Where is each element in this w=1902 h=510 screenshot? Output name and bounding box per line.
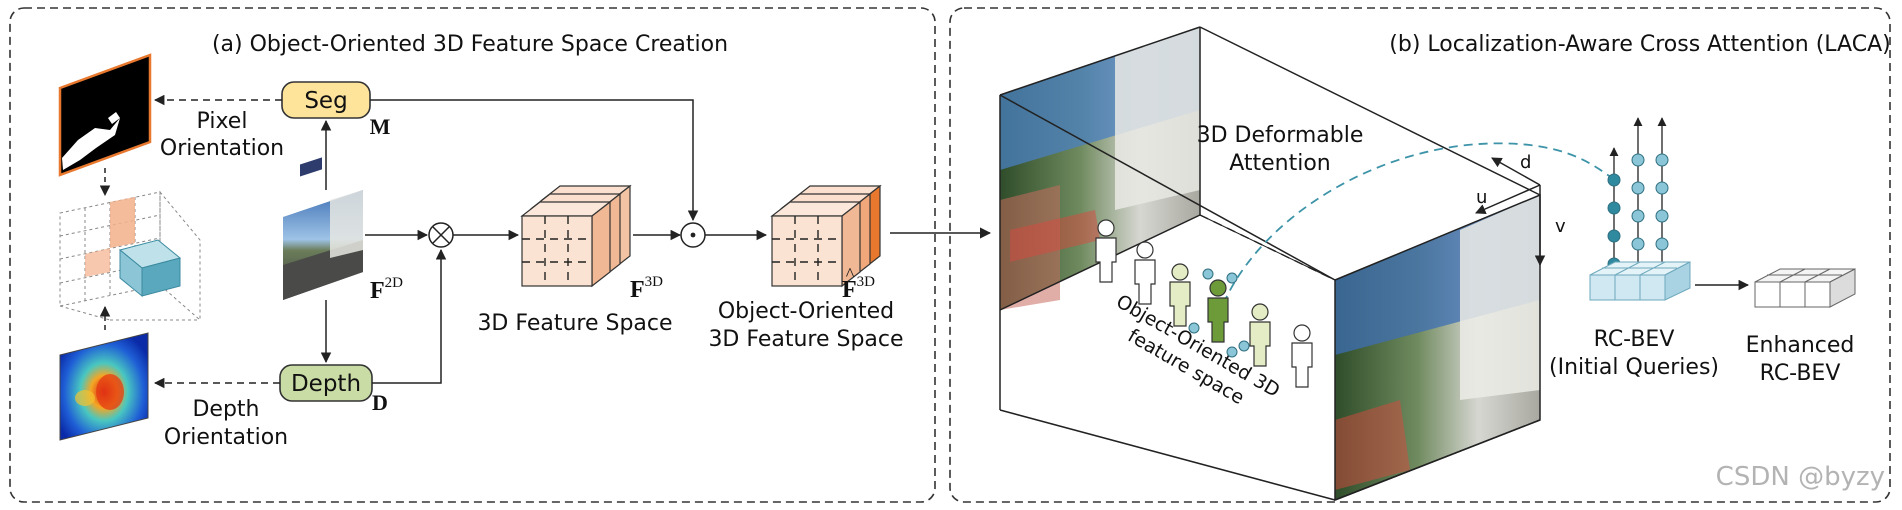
person-icon <box>1169 263 1191 327</box>
feature-space-label: 3D Feature Space <box>477 311 672 336</box>
person-icon <box>1207 279 1229 343</box>
pixel-orientation-line1: Pixel <box>197 109 248 134</box>
f3d-symbol: F3D <box>630 274 663 303</box>
oo-space-label-line1: Object-Oriented <box>718 299 894 324</box>
input-image <box>283 157 363 300</box>
segmentation-mask-image <box>58 53 152 177</box>
watermark: CSDN @byzy <box>1716 462 1885 492</box>
person-icon <box>1291 324 1313 388</box>
seg-symbol-m: M <box>370 114 391 139</box>
axis-u-label: u <box>1476 187 1487 208</box>
panel-a-frame <box>9 7 936 503</box>
fhat-symbol: F3D <box>842 274 875 303</box>
depth-voxels <box>118 239 182 298</box>
pixel-orientation-line2: Orientation <box>160 136 284 161</box>
highlighted-pixel-cell <box>110 197 135 248</box>
fhat-hat-mark: ^ <box>846 264 855 284</box>
query-columns <box>1607 117 1669 275</box>
rc-bev-label-line2: (Initial Queries) <box>1549 355 1719 380</box>
deformable-attention-line1: 3D Deformable <box>1197 123 1364 148</box>
person-icon <box>1134 241 1156 305</box>
seg-box-label: Seg <box>304 88 347 114</box>
dot-operator <box>680 222 706 248</box>
multiply-operator <box>428 222 454 248</box>
axis-v-label: v <box>1555 216 1566 237</box>
depth-orientation-line1: Depth <box>192 397 259 422</box>
oo-space-label-line2: 3D Feature Space <box>708 327 903 352</box>
panel-b-title: (b) Localization-Aware Cross Attention (… <box>1389 32 1890 57</box>
depth-orientation-line2: Orientation <box>164 425 288 450</box>
rc-bev-label-line1: RC-BEV <box>1594 327 1675 352</box>
deformable-attention-line2: Attention <box>1229 151 1331 176</box>
person-figures <box>1095 219 1313 388</box>
axis-d-label: d <box>1520 152 1531 173</box>
camera-frustum-box <box>999 26 1541 502</box>
arrow-seg-to-dot <box>370 99 699 222</box>
depth-module: Depth <box>279 364 373 402</box>
rc-bev-grid <box>1589 261 1691 301</box>
f2d-symbol: F2D <box>370 275 403 304</box>
person-icon <box>1095 219 1117 283</box>
depth-box-label: Depth <box>291 371 361 397</box>
oo-feature-space-cube <box>770 184 882 288</box>
panel-b-frame <box>949 7 1891 503</box>
enhanced-label-line1: Enhanced <box>1746 333 1855 358</box>
back-view-image <box>1000 27 1200 310</box>
arrow-depth-to-multiply <box>372 248 447 384</box>
depth-map-image <box>59 332 149 441</box>
enhanced-rc-bev-grid <box>1754 268 1856 308</box>
feature-space-cube <box>520 184 632 288</box>
highlighted-pixel-cell-2 <box>85 248 110 277</box>
seg-module: Seg <box>281 81 371 119</box>
attention-curve <box>1217 142 1613 319</box>
sampling-points <box>1188 268 1250 358</box>
panel-a-title: (a) Object-Oriented 3D Feature Space Cre… <box>212 32 728 57</box>
front-view-image <box>1335 195 1540 500</box>
enhanced-label-line2: RC-BEV <box>1760 361 1841 386</box>
camera-axes <box>1475 157 1546 267</box>
person-icon <box>1249 303 1271 367</box>
depth-symbol-d: D <box>372 390 388 415</box>
